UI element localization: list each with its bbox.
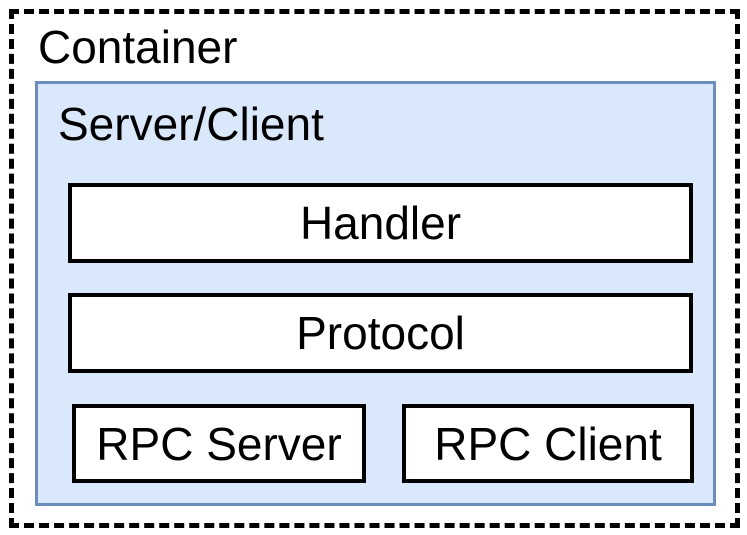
rpc-client-label: RPC Client xyxy=(434,417,662,470)
container-label: Container xyxy=(38,21,238,73)
server-client-label: Server/Client xyxy=(58,98,324,150)
handler-box: Handler xyxy=(68,183,693,263)
server-client-group-box: Server/Client Handler Protocol RPC Serve… xyxy=(35,81,716,506)
container-group-box: Container Server/Client Handler Protocol… xyxy=(9,9,740,528)
rpc-client-box: RPC Client xyxy=(402,404,694,483)
handler-label: Handler xyxy=(299,197,462,249)
protocol-box: Protocol xyxy=(68,293,693,373)
rpc-server-box: RPC Server xyxy=(72,404,366,483)
protocol-label: Protocol xyxy=(296,307,465,359)
rpc-server-label: RPC Server xyxy=(96,417,342,470)
